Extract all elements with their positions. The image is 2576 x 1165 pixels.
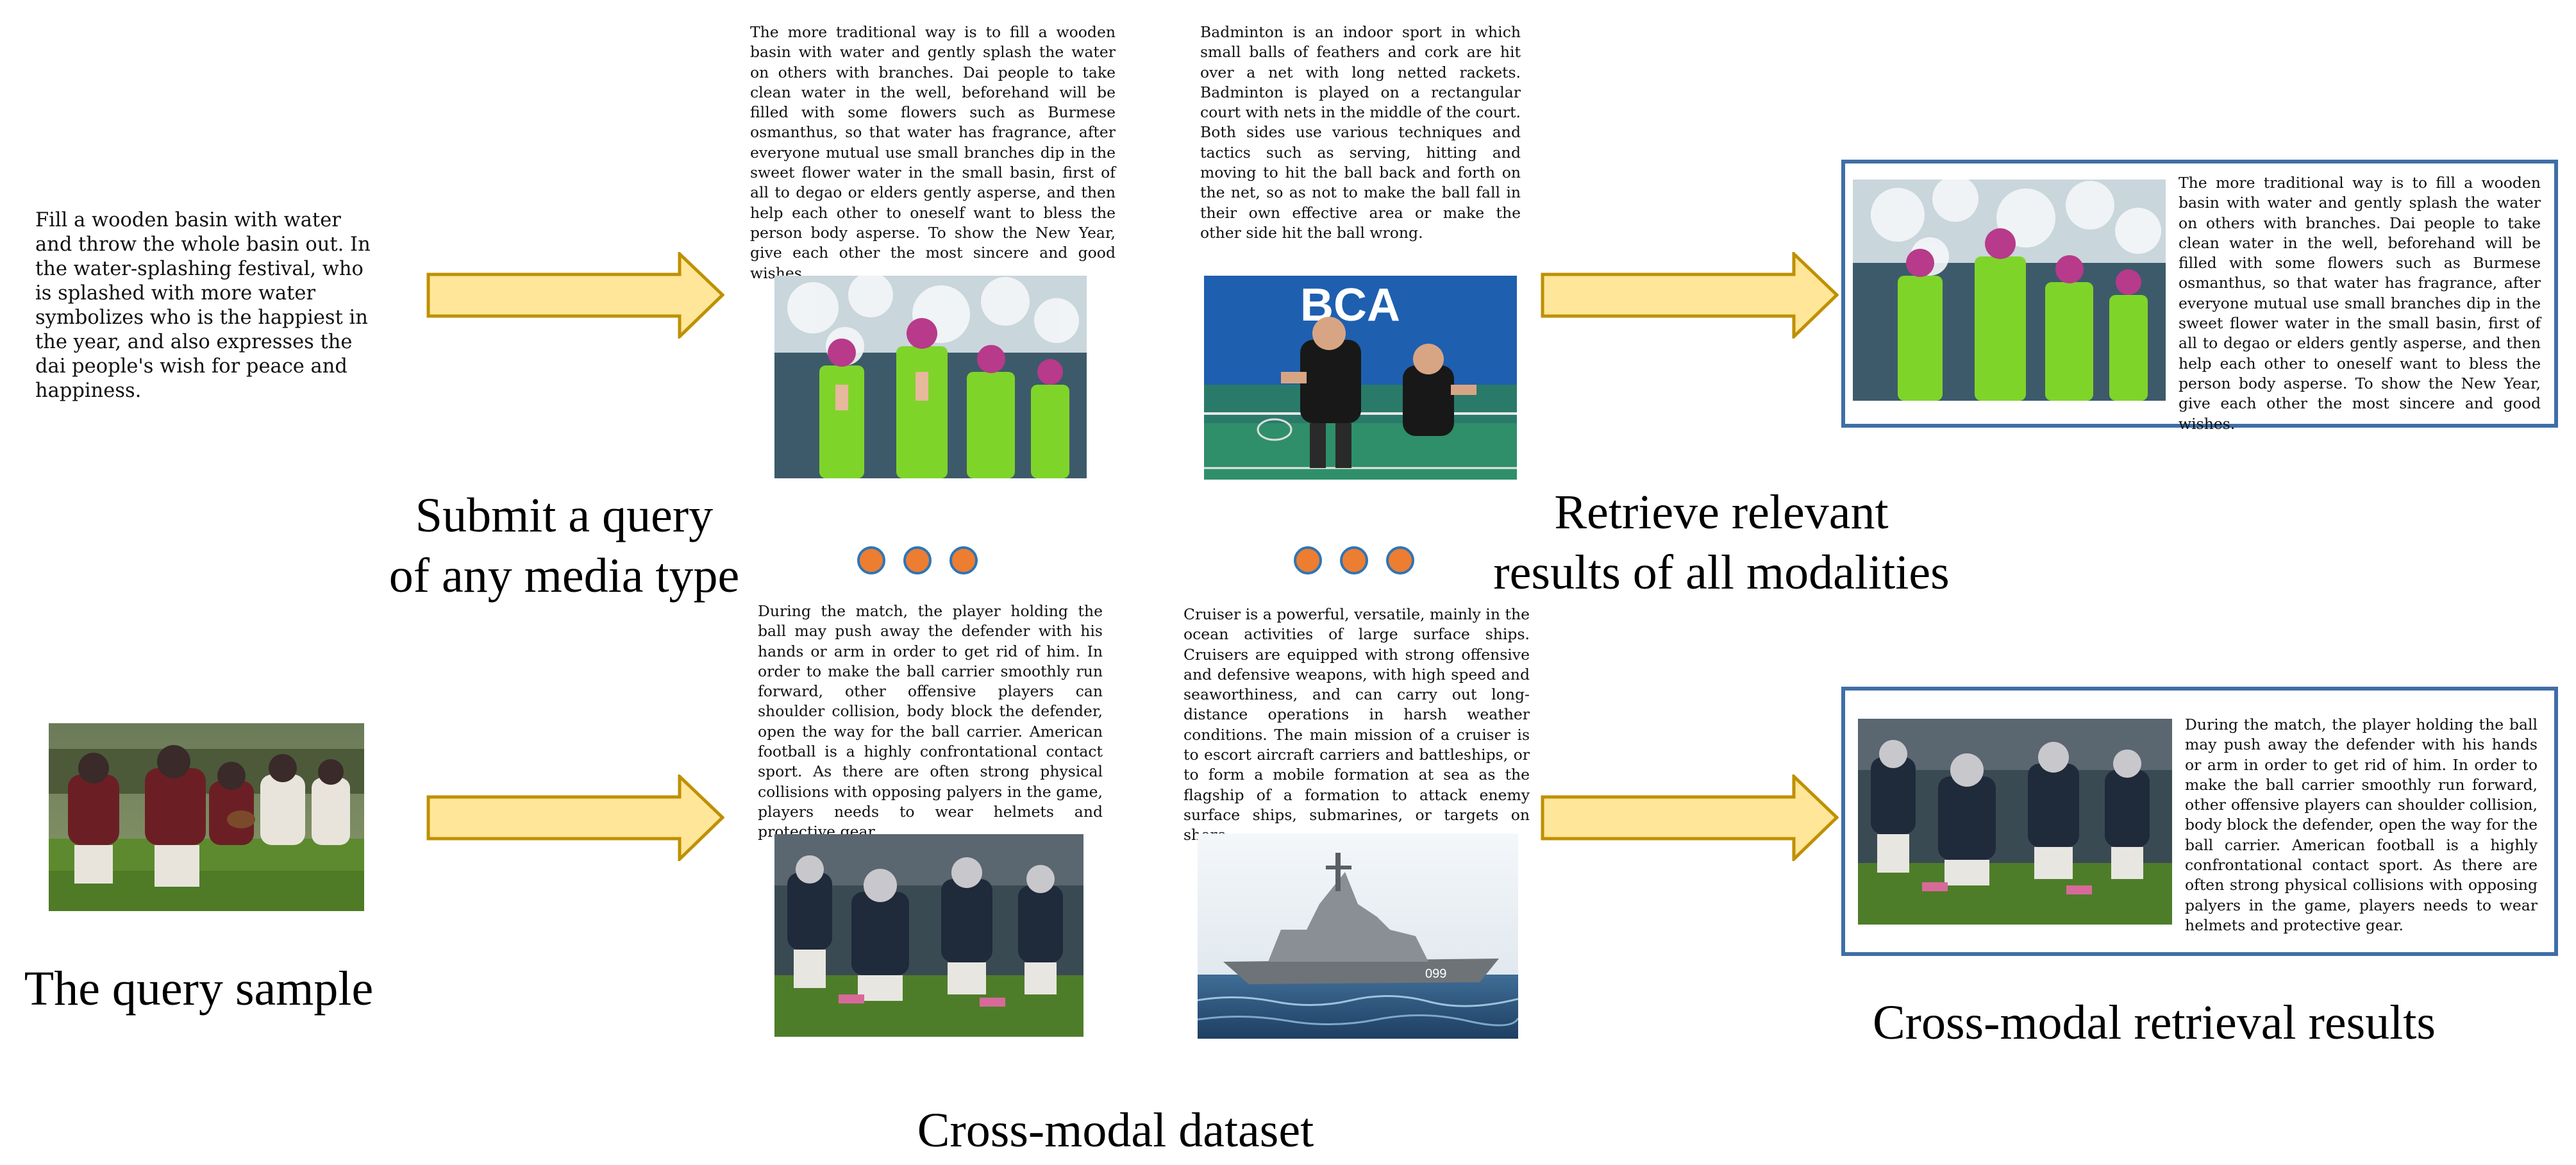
result-text-water-festival: The more traditional way is to fill a wo…	[2179, 174, 2541, 433]
dataset-text-badminton: Badminton is an indoor sport in which sm…	[1200, 23, 1521, 242]
submit-query-label-line1: Submit a query	[415, 489, 714, 542]
ellipsis-dot-icon	[1386, 546, 1414, 574]
dataset-text-water-festival: The more traditional way is to fill a wo…	[750, 23, 1116, 282]
dataset-cruiser-image: 099	[1198, 834, 1518, 1039]
result-football-image	[1858, 719, 2172, 925]
right-arrow-icon	[426, 775, 724, 861]
retrieve-label-line2: results of all modalities	[1493, 546, 1950, 599]
dataset-water-festival-image	[774, 276, 1087, 478]
dataset-text-football: During the match, the player holding the…	[758, 602, 1103, 841]
result-water-festival-image	[1853, 180, 2166, 401]
ellipsis-dot-icon	[857, 546, 885, 574]
right-arrow-icon	[426, 252, 724, 339]
submit-query-label-line2: of any media type	[389, 549, 740, 603]
query-text-sample: Fill a wooden basin with water and throw…	[35, 209, 371, 402]
query-football-image	[49, 723, 364, 911]
ellipsis-dot-icon	[1340, 546, 1368, 574]
query-sample-label: The query sample	[24, 962, 374, 1016]
dataset-text-cruiser: Cruiser is a powerful, versatile, mainly…	[1183, 605, 1530, 844]
banner-text: BCA	[1300, 280, 1400, 331]
result-card-water-festival: The more traditional way is to fill a wo…	[1841, 160, 2558, 433]
retrieval-results-label: Cross-modal retrieval results	[1872, 996, 2436, 1050]
ellipsis-dot-icon	[903, 546, 932, 574]
result-text-football: During the match, the player holding the…	[2185, 716, 2538, 934]
right-arrow-icon	[1541, 775, 1839, 861]
dataset-badminton-image: BCA	[1204, 276, 1517, 480]
right-arrow-icon	[1541, 252, 1839, 339]
retrieve-label-line1: Retrieve relevant	[1554, 485, 1889, 539]
result-card-football: During the match, the player holding the…	[1841, 687, 2558, 956]
dataset-football-image	[774, 834, 1083, 1037]
hull-number: 099	[1425, 967, 1446, 981]
ellipsis-dot-icon	[1294, 546, 1322, 574]
ellipsis-dot-icon	[949, 546, 978, 574]
cross-modal-dataset-label: Cross-modal dataset	[917, 1103, 1314, 1157]
